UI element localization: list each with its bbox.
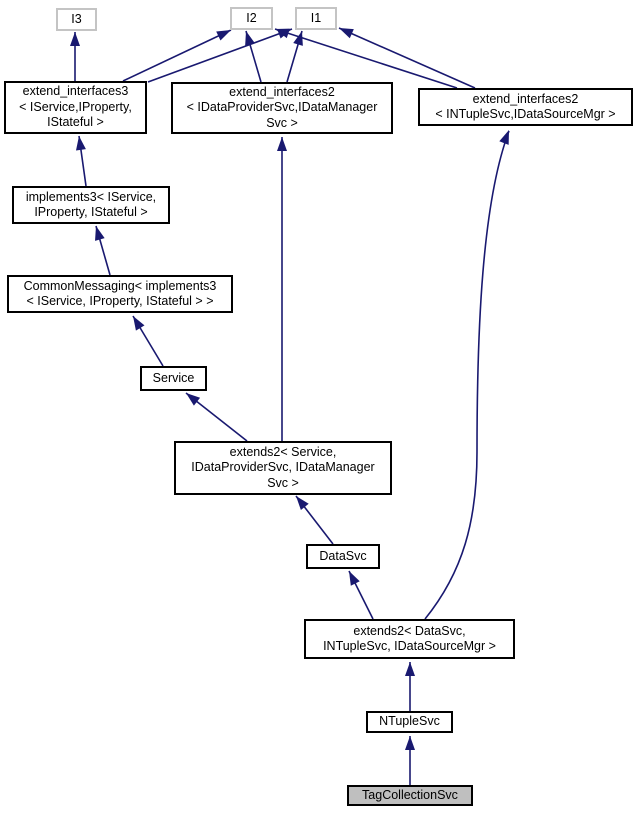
node-label-line: implements3< IService, xyxy=(25,189,157,204)
node-i2: I2 xyxy=(230,7,273,30)
arrowhead-icon xyxy=(95,226,105,241)
edge-datasvc-to-ext2s xyxy=(295,495,334,545)
arrowhead-icon xyxy=(339,28,354,39)
node-datasvc[interactable]: DataSvc xyxy=(306,544,380,569)
node-cm[interactable]: CommonMessaging< implements3< IService, … xyxy=(7,275,233,313)
edge-impl3-to-ei3 xyxy=(75,135,87,187)
arrowhead-icon xyxy=(186,393,201,406)
edge-ext2d-to-ei2r xyxy=(424,130,510,620)
arrowhead-icon xyxy=(75,136,86,151)
node-label-line: DataSvc xyxy=(319,548,367,563)
node-label-line: extend_interfaces2 xyxy=(229,84,335,99)
arrowhead-icon xyxy=(275,28,290,39)
edge-ei3-to-i3 xyxy=(70,32,80,81)
node-label-line: INTupleSvc, IDataSourceMgr > xyxy=(323,639,496,653)
node-ntuple[interactable]: NTupleSvc xyxy=(366,711,453,733)
edge-service-to-cm xyxy=(132,315,164,367)
node-label-line: NTupleSvc xyxy=(379,714,440,729)
arrowhead-icon xyxy=(245,31,255,46)
edge-ext2s-to-ei2m xyxy=(277,137,287,441)
edge-ei2m-to-i2 xyxy=(245,30,262,83)
node-label-line: CommonMessaging< implements3 xyxy=(23,278,217,293)
arrowhead-icon xyxy=(216,30,231,41)
arrowhead-icon xyxy=(133,316,145,331)
node-ext2s[interactable]: extends2< Service,IDataProviderSvc, IDat… xyxy=(174,441,392,495)
arrowhead-icon xyxy=(349,571,360,586)
node-i3: I3 xyxy=(56,8,97,31)
arrowhead-icon xyxy=(277,137,287,151)
edge-ei2r-to-i1 xyxy=(338,27,476,89)
node-label-line: extends2< Service, xyxy=(229,444,337,459)
edge-cm-to-impl3 xyxy=(95,225,111,276)
arrowhead-icon xyxy=(70,32,80,46)
node-label-line: extend_interfaces2 xyxy=(472,91,579,106)
arrowhead-icon xyxy=(405,736,415,750)
node-label-line: < IService,IProperty, xyxy=(19,99,132,114)
node-label-line: < IDataProviderSvc,IDataManager xyxy=(186,100,378,115)
node-label-line: I3 xyxy=(71,11,82,26)
node-label-line: IStateful > xyxy=(47,115,104,130)
edge-ei2r-to-i2 xyxy=(274,28,458,89)
node-label-line: I1 xyxy=(310,10,322,25)
node-impl3[interactable]: implements3< IService,IProperty, IStatef… xyxy=(12,186,170,224)
edge-ei3-to-i2 xyxy=(122,29,232,82)
node-ei2m[interactable]: extend_interfaces2< IDataProviderSvc,IDa… xyxy=(171,82,393,134)
node-label-line: < INTupleSvc,IDataSourceMgr > xyxy=(435,107,616,121)
node-label-line: TagCollectionSvc xyxy=(362,787,458,802)
node-i1: I1 xyxy=(295,7,337,30)
node-label-line: extend_interfaces3 xyxy=(22,84,129,99)
node-label-line: Svc > xyxy=(266,115,298,130)
arrowhead-icon xyxy=(499,130,509,145)
node-tcs: TagCollectionSvc xyxy=(347,785,473,806)
arrowhead-icon xyxy=(296,496,309,511)
node-label-line: I2 xyxy=(246,10,257,25)
arrowhead-icon xyxy=(293,31,303,46)
edge-tcs-to-ntuple xyxy=(405,736,415,785)
edge-ext2s-to-service xyxy=(185,392,248,442)
node-ext2d[interactable]: extends2< DataSvc,INTupleSvc, IDataSourc… xyxy=(304,619,515,659)
node-service[interactable]: Service xyxy=(140,366,207,391)
edge-ei2m-to-i1 xyxy=(286,30,303,83)
arrowhead-icon xyxy=(405,662,415,676)
edge-ext2d-to-datasvc xyxy=(348,570,374,620)
node-label-line: Svc > xyxy=(267,475,299,490)
node-label-line: < IService, IProperty, IStateful > > xyxy=(26,294,214,308)
node-label-line: Service xyxy=(152,370,195,385)
edge-ntuple-to-ext2d xyxy=(405,662,415,711)
node-ei2r[interactable]: extend_interfaces2< INTupleSvc,IDataSour… xyxy=(418,88,633,126)
node-label-line: IProperty, IStateful > xyxy=(34,205,148,219)
node-ei3[interactable]: extend_interfaces3< IService,IProperty,I… xyxy=(4,81,147,134)
node-label-line: IDataProviderSvc, IDataManager xyxy=(191,460,375,475)
node-label-line: extends2< DataSvc, xyxy=(353,623,466,638)
